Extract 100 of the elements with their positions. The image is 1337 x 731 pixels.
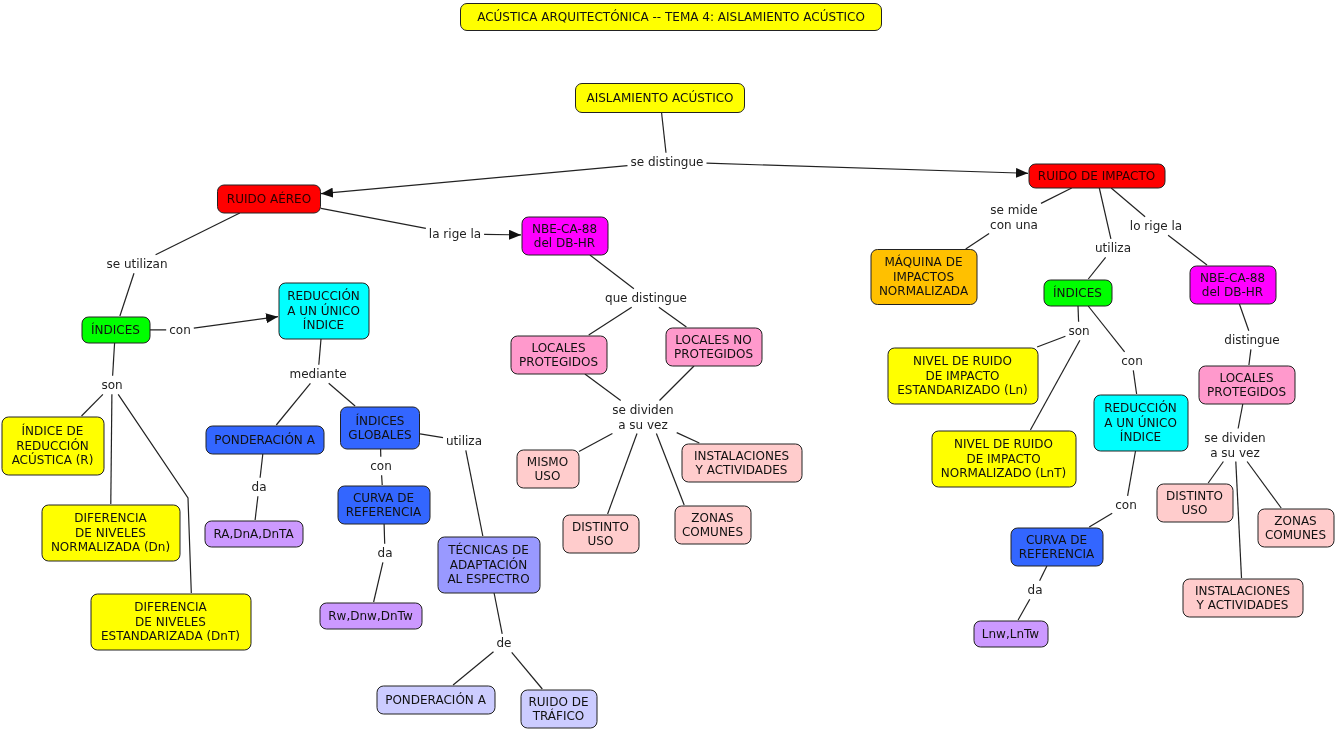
connector-line	[259, 453, 264, 479]
linking-phrase: utiliza	[445, 433, 483, 449]
connector-line	[661, 112, 667, 154]
connector-line	[1017, 598, 1031, 621]
concept-box	[1028, 163, 1165, 188]
concept-box	[887, 347, 1038, 404]
linking-phrase: se dividen a su vez	[611, 402, 675, 432]
arrow	[705, 162, 1029, 178]
arrow	[483, 229, 522, 240]
linking-phrase: con	[369, 458, 393, 474]
connector-line	[373, 561, 384, 603]
concept-text: AISLAMIENTO ACÚSTICO	[586, 90, 734, 106]
connector-line	[119, 272, 135, 317]
concept-box	[510, 335, 607, 374]
linking-phrase: mediante	[288, 366, 348, 382]
concept-box	[81, 316, 150, 343]
connector-line	[1248, 348, 1252, 366]
connector-line	[588, 306, 633, 336]
connector-line	[1088, 512, 1113, 528]
concept-text: ÍNDICES	[91, 322, 140, 337]
concept-box	[1156, 483, 1233, 522]
connector-line	[254, 495, 259, 521]
linking-phrase: da	[376, 545, 394, 561]
concept-text: CURVA DE REFERENCIA	[345, 490, 422, 519]
diagram-title: ACÚSTICA ARQUITECTÓNICA -- TEMA 4: AISLAMIENTO ACÚSTICO	[460, 3, 882, 31]
connector-line	[328, 382, 356, 407]
concept-text: RUIDO DE TRÁFICO	[528, 694, 589, 723]
connector-line	[383, 523, 386, 545]
concept-box	[562, 514, 639, 553]
connector-line	[1246, 460, 1282, 509]
concept-text: PONDERACIÓN A	[214, 432, 315, 447]
concept-box	[337, 485, 430, 524]
connector-line	[465, 449, 484, 537]
connector-line	[584, 373, 622, 402]
concept-text: CURVA DE REFERENCIA	[1018, 532, 1095, 561]
concept-box	[575, 83, 745, 113]
concept-box	[205, 425, 324, 454]
connector-line	[511, 651, 543, 690]
linking-phrase: son	[100, 377, 124, 393]
linking-phrase: se dividen a su vez	[1203, 430, 1267, 460]
concept-box	[1189, 265, 1276, 304]
concept-box	[90, 593, 251, 650]
linking-phrase: son	[1067, 323, 1091, 339]
linking-phrase: utiliza	[1094, 240, 1132, 256]
connector-line	[1110, 187, 1146, 218]
concept-text: NBE-CA-88 del DB-HR	[531, 221, 597, 250]
connector-line	[117, 393, 192, 594]
connector-line	[965, 232, 990, 250]
concept-box	[217, 184, 321, 213]
connector-line	[1132, 369, 1138, 395]
connector-line	[1238, 303, 1250, 332]
connector-line	[578, 432, 613, 453]
concept-text: MÁQUINA DE IMPACTOS NORMALIZADA	[878, 255, 969, 299]
concept-text: INSTALACIONES Y ACTIVIDADES	[693, 448, 790, 477]
connector-line	[80, 393, 104, 417]
concept-text: DIFERENCIA DE NIVELES ESTANDARIZADA (DnT)	[101, 599, 240, 644]
connector-line	[318, 338, 322, 366]
concept-text: REDUCCIÓN A UN ÚNICO ÍNDICE	[287, 288, 360, 333]
concept-box	[1182, 578, 1303, 617]
linking-phrase: se distingue	[629, 154, 705, 170]
connector-line	[112, 342, 116, 377]
concept-box	[520, 689, 597, 728]
concept-text: RUIDO DE IMPACTO	[1037, 168, 1156, 183]
connector-line	[1036, 335, 1066, 348]
concept-box	[204, 520, 303, 547]
linking-phrase: con	[1120, 353, 1144, 369]
concept-text: ZONAS COMUNES	[681, 510, 744, 539]
connector-line	[1040, 187, 1073, 204]
connector-line	[607, 432, 638, 515]
concept-text: LOCALES PROTEGIDOS	[518, 340, 599, 369]
concept-text: DISTINTO USO	[572, 519, 629, 548]
concept-box	[665, 327, 762, 366]
concept-text: DISTINTO USO	[1166, 488, 1223, 517]
connector-line	[1098, 187, 1112, 240]
concept-box	[521, 216, 608, 255]
connector-line	[452, 651, 495, 686]
connector-line	[419, 433, 444, 439]
arrow	[193, 313, 279, 329]
concept-box	[319, 602, 422, 629]
connector-line	[589, 254, 635, 290]
concept-box	[340, 406, 420, 449]
connector-line	[1077, 305, 1080, 323]
linking-phrase: lo rige la	[1128, 218, 1184, 234]
connector-line	[493, 592, 503, 635]
connector-line	[658, 306, 687, 328]
concept-box	[931, 430, 1076, 487]
concept-box	[870, 249, 977, 305]
concept-box	[516, 449, 579, 488]
concept-text: RUIDO AÉREO	[226, 191, 312, 206]
concept-text: TÉCNICAS DE ADAPTACIÓN AL ESPECTRO	[447, 542, 530, 587]
concept-box	[1, 416, 104, 475]
linking-phrase: se utilizan	[105, 256, 169, 272]
connector-line	[1235, 460, 1243, 579]
linking-phrase: con	[1114, 497, 1138, 513]
connector-line	[155, 212, 241, 256]
connector-line	[658, 365, 695, 402]
concept-text: LOCALES NO PROTEGIDOS	[673, 332, 754, 361]
concept-text: DIFERENCIA DE NIVELES NORMALIZADA (Dn)	[50, 510, 171, 555]
linking-phrase: de	[495, 635, 513, 651]
connector-line	[655, 432, 685, 506]
